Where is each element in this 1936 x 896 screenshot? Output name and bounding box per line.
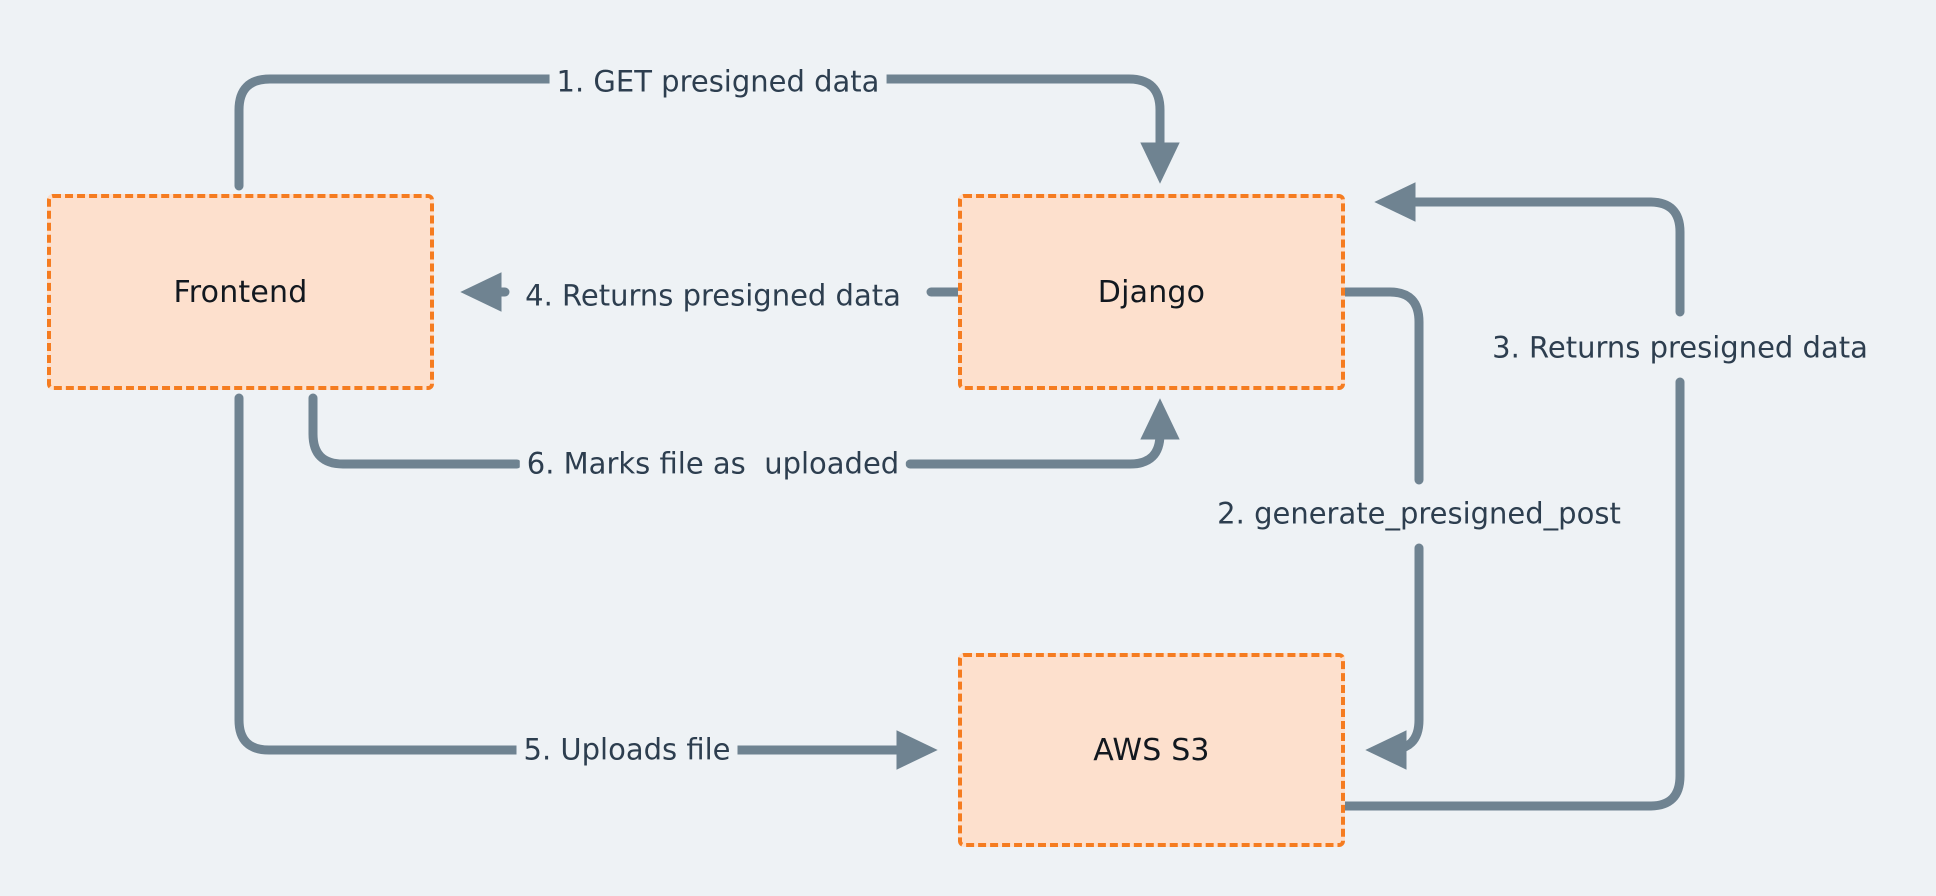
edge-path-5: [234, 393, 525, 755]
node-aws-s3-label: AWS S3: [1093, 732, 1210, 768]
edge-path-2: [1340, 287, 1424, 485]
edge-path-3: [1340, 377, 1685, 811]
edge-label-1: 1. GET presigned data: [549, 64, 887, 100]
node-django-label: Django: [1097, 274, 1206, 310]
edge-label-2: 2. generate_presigned_post: [1210, 496, 1628, 532]
edge-label-6: 6. Marks file as uploaded: [519, 446, 907, 482]
node-frontend[interactable]: Frontend: [47, 194, 434, 390]
edge-path-6b: [905, 398, 1180, 469]
edge-label-4: 4. Returns presigned data: [518, 278, 908, 314]
edge-label-3: 3. Returns presigned data: [1485, 330, 1875, 366]
edge-path-1: [234, 74, 565, 191]
edge-path-2b: [1365, 543, 1424, 770]
edge-path-6: [308, 393, 522, 469]
node-frontend-label: Frontend: [173, 274, 308, 310]
node-django[interactable]: Django: [958, 194, 1345, 390]
edge-path-1b: [875, 74, 1180, 184]
node-aws-s3[interactable]: AWS S3: [958, 653, 1345, 847]
edge-label-5: 5. Uploads file: [516, 732, 738, 768]
edge-path-3b: [1374, 182, 1685, 317]
